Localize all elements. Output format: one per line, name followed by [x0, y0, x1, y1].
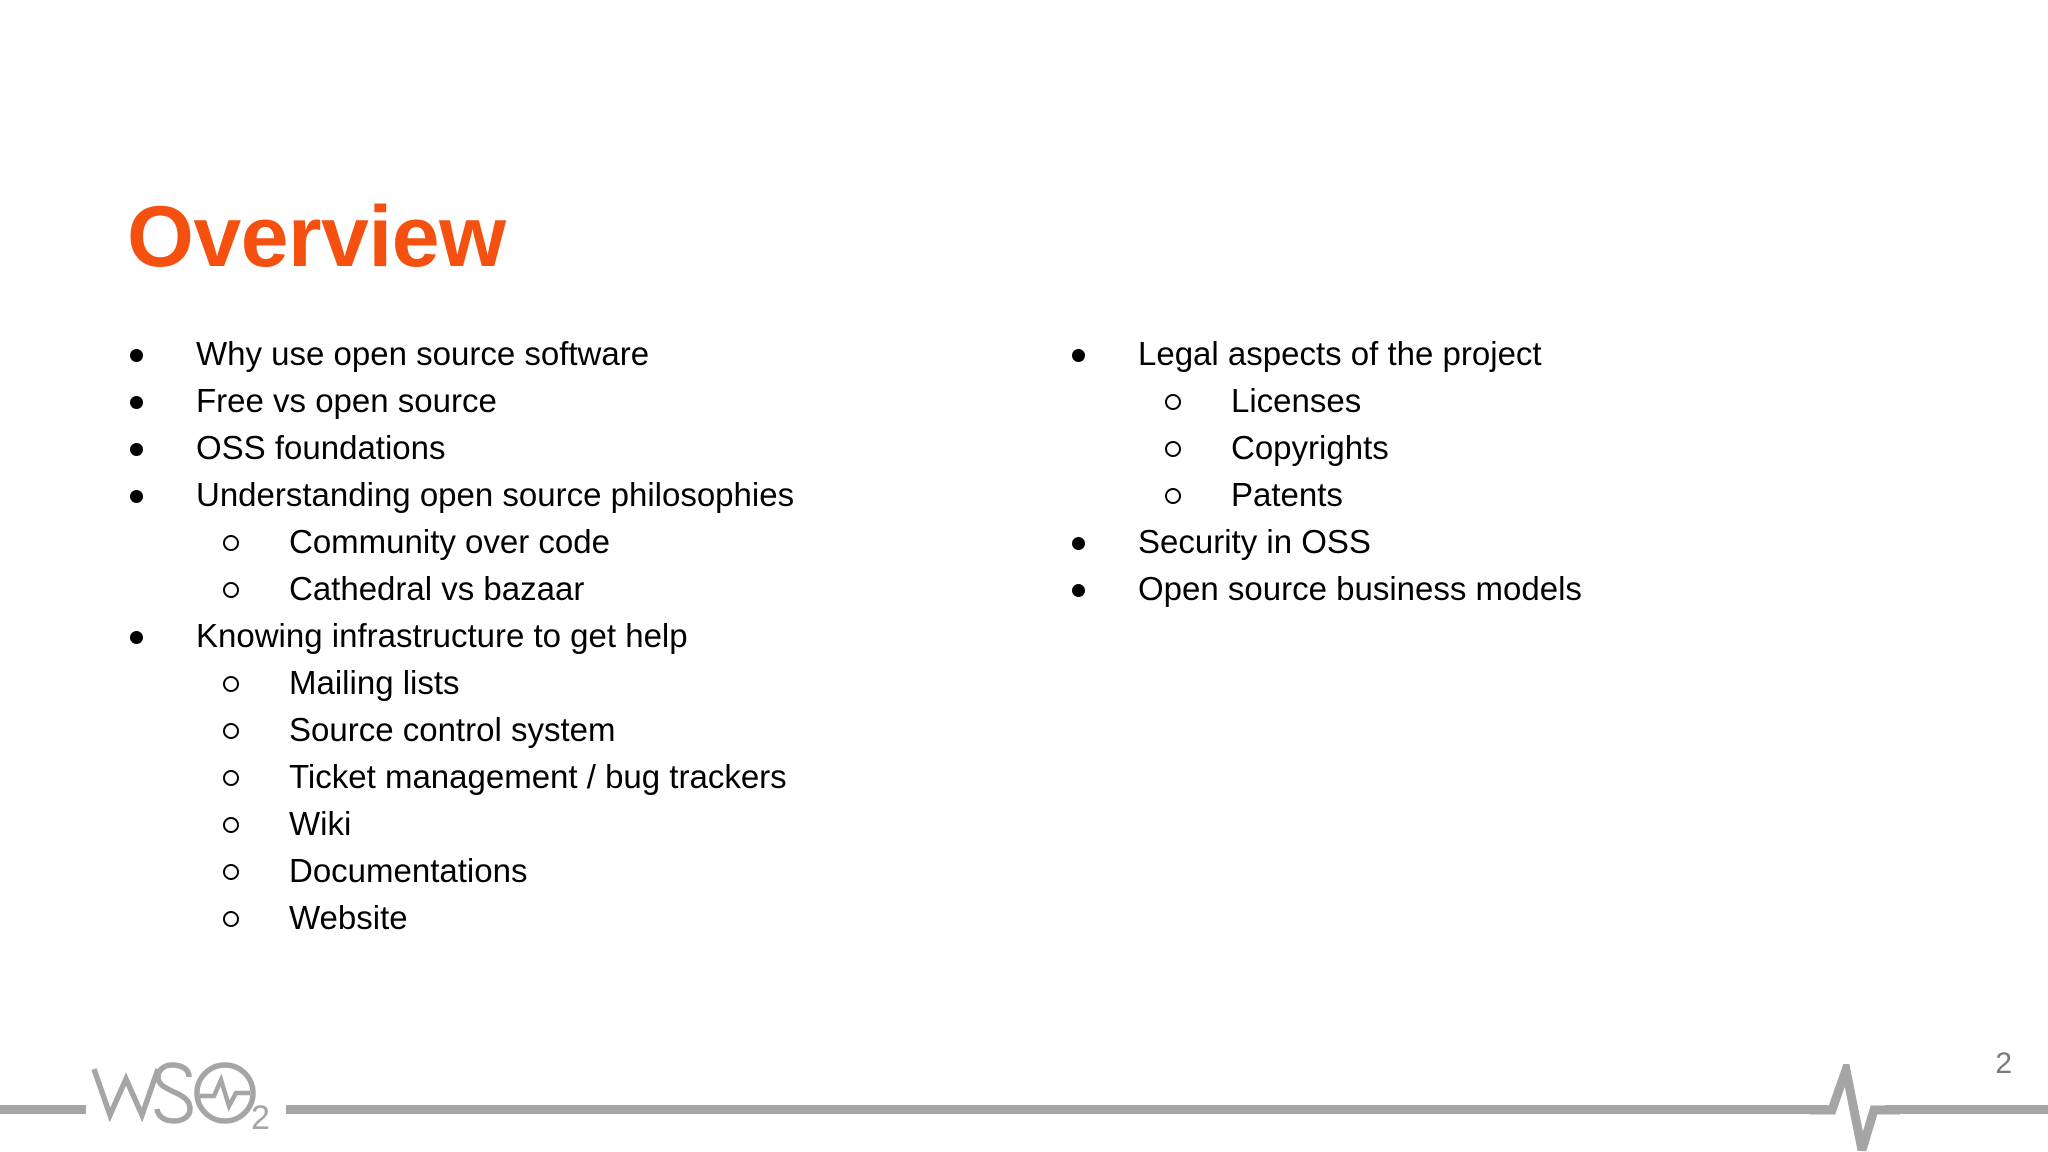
- footer-rule-left-segment: [0, 1105, 86, 1114]
- pulse-line-icon: [1810, 1052, 1900, 1152]
- bullet-hollow-circle-icon: [223, 804, 289, 851]
- bullet-filled-circle-icon: [130, 616, 196, 663]
- filled-circle-icon: [130, 348, 143, 362]
- list-item-label: Security in OSS: [1138, 523, 1371, 560]
- list-item: Free vs open source: [130, 377, 960, 424]
- hollow-circle-icon: [223, 723, 239, 740]
- list-item: Documentations: [130, 847, 960, 894]
- list-item: Cathedral vs bazaar: [130, 565, 960, 612]
- list-item: Understanding open source philosophies: [130, 471, 960, 518]
- list-item: Website: [130, 894, 960, 941]
- bullet-hollow-circle-icon: [223, 757, 289, 804]
- list-item: Mailing lists: [130, 659, 960, 706]
- list-item-label: Free vs open source: [196, 382, 497, 419]
- bullet-hollow-circle-icon: [223, 522, 289, 569]
- list-item: Security in OSS: [1072, 518, 1902, 565]
- list-item-label: Wiki: [289, 805, 352, 842]
- wso2-logo: 2: [90, 1049, 280, 1139]
- hollow-circle-icon: [223, 864, 239, 881]
- list-item-label: Cathedral vs bazaar: [289, 570, 585, 607]
- hollow-circle-icon: [1165, 441, 1181, 458]
- list-item: Patents: [1072, 471, 1902, 518]
- list-item-label: Knowing infrastructure to get help: [196, 617, 688, 654]
- list-item: Ticket management / bug trackers: [130, 753, 960, 800]
- list-item: OSS foundations: [130, 424, 960, 471]
- hollow-circle-icon: [223, 770, 239, 787]
- footer-rule-main-segment: [286, 1105, 1828, 1114]
- bullet-hollow-circle-icon: [223, 898, 289, 945]
- bullet-filled-circle-icon: [1072, 334, 1138, 381]
- list-item-label: Documentations: [289, 852, 528, 889]
- list-item: Licenses: [1072, 377, 1902, 424]
- hollow-circle-icon: [223, 817, 239, 834]
- bullet-filled-circle-icon: [1072, 522, 1138, 569]
- bullet-filled-circle-icon: [130, 381, 196, 428]
- svg-text:2: 2: [251, 1099, 270, 1137]
- list-item: Open source business models: [1072, 565, 1902, 612]
- bullet-filled-circle-icon: [130, 428, 196, 475]
- hollow-circle-icon: [1165, 394, 1181, 411]
- bullet-hollow-circle-icon: [1165, 475, 1231, 522]
- list-item-label: Community over code: [289, 523, 610, 560]
- filled-circle-icon: [130, 489, 143, 503]
- filled-circle-icon: [1072, 583, 1085, 597]
- hollow-circle-icon: [223, 676, 239, 693]
- list-item-label: Patents: [1231, 476, 1343, 513]
- slide-footer: 2 2: [0, 992, 2048, 1152]
- list-item-label: Licenses: [1231, 382, 1362, 419]
- bullet-hollow-circle-icon: [223, 851, 289, 898]
- list-item-label: Why use open source software: [196, 335, 650, 372]
- list-item-label: Legal aspects of the project: [1138, 335, 1542, 372]
- bullet-filled-circle-icon: [130, 475, 196, 522]
- list-item: Knowing infrastructure to get help: [130, 612, 960, 659]
- list-item: Copyrights: [1072, 424, 1902, 471]
- list-item-label: Open source business models: [1138, 570, 1582, 607]
- bullet-hollow-circle-icon: [223, 710, 289, 757]
- list-item-label: Copyrights: [1231, 429, 1389, 466]
- filled-circle-icon: [130, 442, 143, 456]
- bullet-filled-circle-icon: [130, 334, 196, 381]
- list-item: Legal aspects of the project: [1072, 330, 1902, 377]
- page-number: 2: [1995, 1047, 2012, 1080]
- filled-circle-icon: [1072, 536, 1085, 550]
- footer-rule-right-segment: [1885, 1105, 2048, 1114]
- page-title: Overview: [127, 188, 506, 285]
- list-item: Community over code: [130, 518, 960, 565]
- hollow-circle-icon: [223, 582, 239, 599]
- bullet-hollow-circle-icon: [223, 663, 289, 710]
- filled-circle-icon: [1072, 348, 1085, 362]
- hollow-circle-icon: [223, 535, 239, 552]
- bullet-hollow-circle-icon: [1165, 428, 1231, 475]
- bullet-filled-circle-icon: [1072, 569, 1138, 616]
- list-item-label: OSS foundations: [196, 429, 446, 466]
- list-item: Source control system: [130, 706, 960, 753]
- list-item-label: Website: [289, 899, 408, 936]
- hollow-circle-icon: [1165, 488, 1181, 505]
- list-item: Why use open source software: [130, 330, 960, 377]
- bullet-hollow-circle-icon: [1165, 381, 1231, 428]
- filled-circle-icon: [130, 630, 143, 644]
- filled-circle-icon: [130, 395, 143, 409]
- list-item-label: Mailing lists: [289, 664, 460, 701]
- list-item: Wiki: [130, 800, 960, 847]
- list-item-label: Source control system: [289, 711, 616, 748]
- bullet-hollow-circle-icon: [223, 569, 289, 616]
- list-item-label: Understanding open source philosophies: [196, 476, 795, 513]
- list-item-label: Ticket management / bug trackers: [289, 758, 787, 795]
- hollow-circle-icon: [223, 911, 239, 928]
